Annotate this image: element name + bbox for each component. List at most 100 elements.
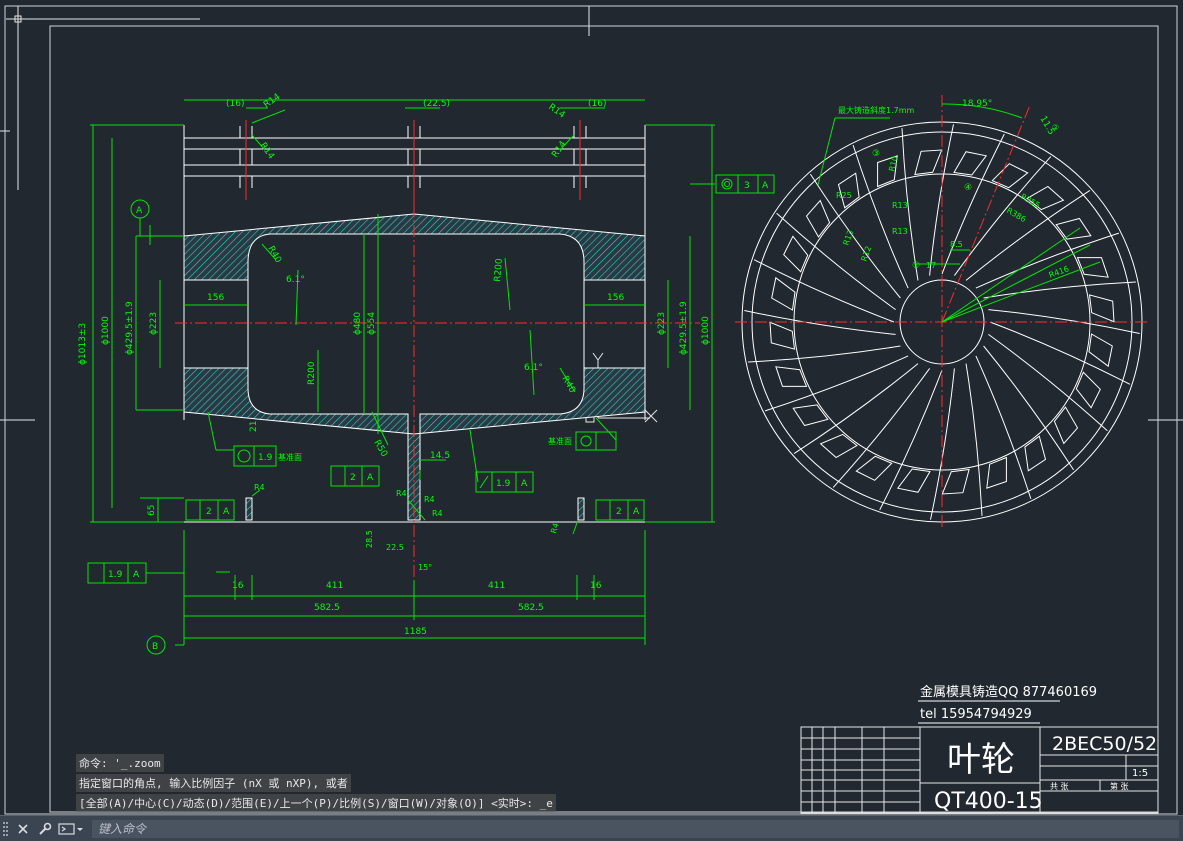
- dim-w156-left: 156: [207, 293, 224, 303]
- impeller-slot: [896, 468, 931, 493]
- impeller-vane: [983, 345, 1075, 471]
- ucs-icon: [585, 352, 658, 423]
- dim-15-deg: 15°: [418, 563, 432, 572]
- impeller-slot: [775, 366, 808, 387]
- front-17: 17: [926, 261, 936, 270]
- front-r386: R386: [1005, 206, 1028, 224]
- impeller-vane: [965, 363, 983, 516]
- dim-16-left: (16): [226, 99, 244, 109]
- customize-icon[interactable]: [34, 816, 56, 841]
- gdt-runout-far-left-datum: A: [133, 570, 140, 580]
- grip-handle[interactable]: [0, 816, 12, 841]
- front-angle-top: 18.95°: [962, 99, 992, 109]
- dim-r4-b: R4: [396, 489, 407, 498]
- datum-a-label: A: [136, 206, 143, 216]
- impeller-slot: [1024, 435, 1047, 472]
- impeller-slot: [877, 155, 898, 188]
- command-input[interactable]: [92, 819, 1179, 838]
- gdt-circ-left-note: 基准面: [278, 452, 302, 462]
- impeller-vane: [930, 368, 955, 520]
- dim-r40-top: R40: [265, 245, 283, 266]
- crosshair: [0, 6, 1183, 421]
- impeller-vane: [975, 355, 1032, 500]
- drawing-canvas[interactable]: A B (16) R14 (22.5) R14 (16) R14 R14 ϕ10…: [0, 0, 1183, 815]
- impeller-vane: [988, 333, 1108, 432]
- dim-d1000-right: ϕ1000: [701, 316, 711, 345]
- title-part-name: 叶轮: [947, 740, 1015, 780]
- front-r13-b: R13: [892, 227, 908, 236]
- gdt-circ-left-value: 1.9: [258, 453, 273, 463]
- dim-d1013: ϕ1013±3: [78, 323, 88, 365]
- dim-6-1-bot: 6.1°: [524, 363, 543, 373]
- dimension-lines: [90, 99, 715, 646]
- impeller-vane: [764, 355, 909, 412]
- impeller-vane: [941, 133, 1005, 275]
- dim-1185: 1185: [404, 627, 427, 637]
- front-circle-3: ③: [872, 149, 880, 159]
- impeller-vane: [953, 156, 1052, 276]
- impeller-vane: [901, 128, 919, 281]
- datum-b-label: B: [152, 642, 158, 652]
- impeller-slot: [953, 151, 988, 176]
- dim-r4-c: R4: [424, 495, 435, 504]
- impeller-vane: [975, 232, 1120, 289]
- dim-16-right: (16): [588, 99, 606, 109]
- impeller-centerlines: [735, 95, 1150, 530]
- impeller-vane: [832, 368, 931, 488]
- impeller-slot: [941, 468, 970, 495]
- dim-d223-right: ϕ223: [657, 312, 667, 335]
- dim-28-5: 28.5: [365, 530, 374, 548]
- gdt-circ-top-value: 3: [744, 181, 750, 191]
- command-history-line: 命令: '_.zoom: [76, 754, 164, 772]
- dim-d554: ϕ554: [367, 312, 377, 335]
- impeller-vane: [879, 369, 943, 511]
- datum-b-symbol: [146, 635, 166, 655]
- impeller-vane: [809, 173, 901, 299]
- impeller-vane: [965, 189, 1091, 281]
- dim-14-5: 14.5: [430, 451, 450, 461]
- dim-d223-left: ϕ223: [149, 312, 159, 335]
- impeller-slot: [1088, 294, 1115, 323]
- dim-582-right: 582.5: [518, 603, 544, 613]
- dim-22-5-hub: 22.5: [386, 543, 404, 552]
- front-r25: R25: [836, 191, 852, 200]
- impeller-slot: [792, 404, 829, 427]
- front-r13-a: R13: [892, 201, 908, 210]
- command-history-line: [全部(A)/中心(C)/动态(D)/范围(E)/上一个(P)/比例(S)/窗口…: [76, 794, 556, 812]
- impeller-slot: [1055, 217, 1092, 240]
- dim-582-left: 582.5: [314, 603, 340, 613]
- command-line-bar: [0, 815, 1183, 841]
- dim-22-5: (22.5): [423, 99, 450, 109]
- gdt-runout-center-value: 2: [350, 473, 356, 483]
- section-view: [175, 120, 700, 580]
- gdt-right-note: 基准面: [548, 436, 572, 446]
- gdt-circ-top-datum: A: [762, 181, 769, 191]
- dim-411-left: 411: [326, 581, 343, 591]
- datum-a-symbol: [130, 199, 150, 236]
- impeller-vane: [989, 321, 1131, 385]
- sheet-border: [4, 5, 1178, 815]
- impeller-slot: [1075, 371, 1101, 409]
- impeller-slot: [771, 276, 796, 311]
- impeller-vane: [983, 281, 1136, 299]
- impeller-vane: [744, 310, 896, 335]
- dim-16-bot-left: 16: [232, 581, 244, 591]
- dim-d429-left: ϕ429.5±1.9: [125, 301, 135, 355]
- dim-411-right: 411: [488, 581, 505, 591]
- gdt-runout-right-value: 2: [616, 507, 622, 517]
- command-history: 命令: '_.zoom 指定窗口的角点, 输入比例因子 (nX 或 nXP), …: [76, 754, 636, 814]
- command-prompt-icon[interactable]: [56, 816, 86, 841]
- impeller-slot: [1026, 185, 1065, 211]
- impeller-slot: [837, 172, 860, 209]
- gdt-runout-left-datum: A: [223, 507, 230, 517]
- impeller-slot: [1088, 333, 1113, 368]
- close-icon[interactable]: [12, 816, 34, 841]
- dim-r14-b: R14: [258, 141, 277, 161]
- contact-qq: 金属模具铸造QQ 877460169: [920, 684, 1097, 700]
- impeller-slot: [914, 149, 943, 176]
- dim-21: 21: [249, 421, 259, 432]
- impeller-dims: [817, 103, 1101, 323]
- impeller-vane: [988, 309, 1140, 334]
- title-scale: 1:5: [1132, 768, 1148, 779]
- front-circle-2: ②: [1052, 123, 1059, 132]
